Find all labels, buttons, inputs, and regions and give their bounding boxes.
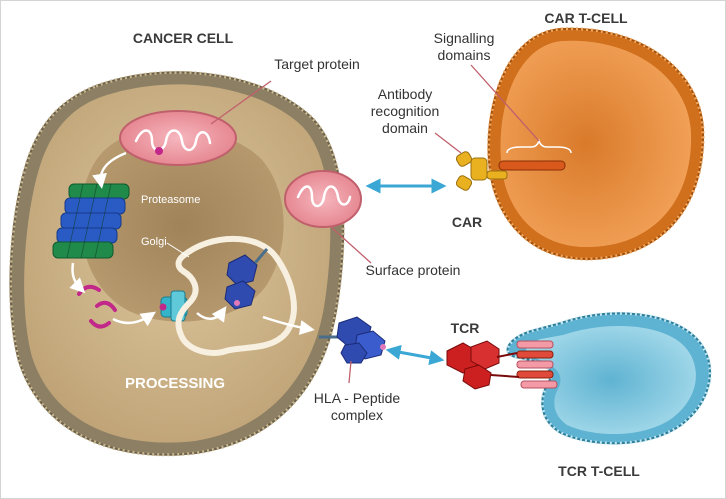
arrow-proteasome-to-peptides (69, 262, 86, 294)
tcr-label: TCR (451, 320, 480, 336)
hla-label-line2: complex (331, 407, 383, 423)
tcr-receptor (446, 340, 558, 390)
car-label: CAR (452, 214, 482, 230)
hla-label-line1: HLA - Peptide (314, 390, 401, 406)
cancer-cell-membrane-dots (9, 70, 345, 457)
signalling-leader (470, 64, 540, 142)
antibody-label-line2: recognition (371, 103, 440, 119)
arrow-peptides-to-tap (112, 311, 156, 327)
car-t-cell-title: CAR T-CELL (544, 10, 628, 26)
antibody-leader (434, 132, 462, 154)
tcr-t-cell (506, 311, 712, 445)
arrow-tcr-interaction (385, 344, 445, 366)
arrow-tap-to-golgi (196, 306, 227, 323)
car-t-cell (487, 27, 705, 261)
surface-protein-leader (330, 226, 372, 264)
signalling-domains-label-line1: Signalling (434, 30, 495, 46)
golgi-leader (166, 242, 190, 258)
processing-label: PROCESSING (125, 375, 225, 392)
arrow-golgi-to-membrane (262, 315, 315, 335)
golgi-label: Golgi (141, 236, 167, 248)
signalling-domains-label-line2: domains (438, 47, 491, 63)
tcr-t-cell-title: TCR T-CELL (558, 463, 640, 479)
proteasome-label: Proteasome (141, 194, 200, 206)
arrow-protein-to-proteasome (92, 151, 127, 189)
golgi (175, 235, 297, 356)
proteasome (52, 183, 130, 259)
antibody-label-line3: domain (382, 120, 428, 136)
car-receptor (455, 151, 566, 191)
target-protein (119, 110, 237, 166)
hla-peptide-complex (319, 316, 386, 364)
target-protein-leader (210, 80, 272, 125)
hla-leader (348, 360, 352, 384)
target-protein-label: Target protein (274, 56, 360, 72)
surface-protein (284, 170, 362, 228)
hla-golgi (224, 248, 269, 310)
surface-protein-label: Surface protein (366, 262, 461, 278)
antibody-label-line1: Antibody (378, 86, 432, 102)
cancer-cell-title: CANCER CELL (133, 30, 234, 46)
